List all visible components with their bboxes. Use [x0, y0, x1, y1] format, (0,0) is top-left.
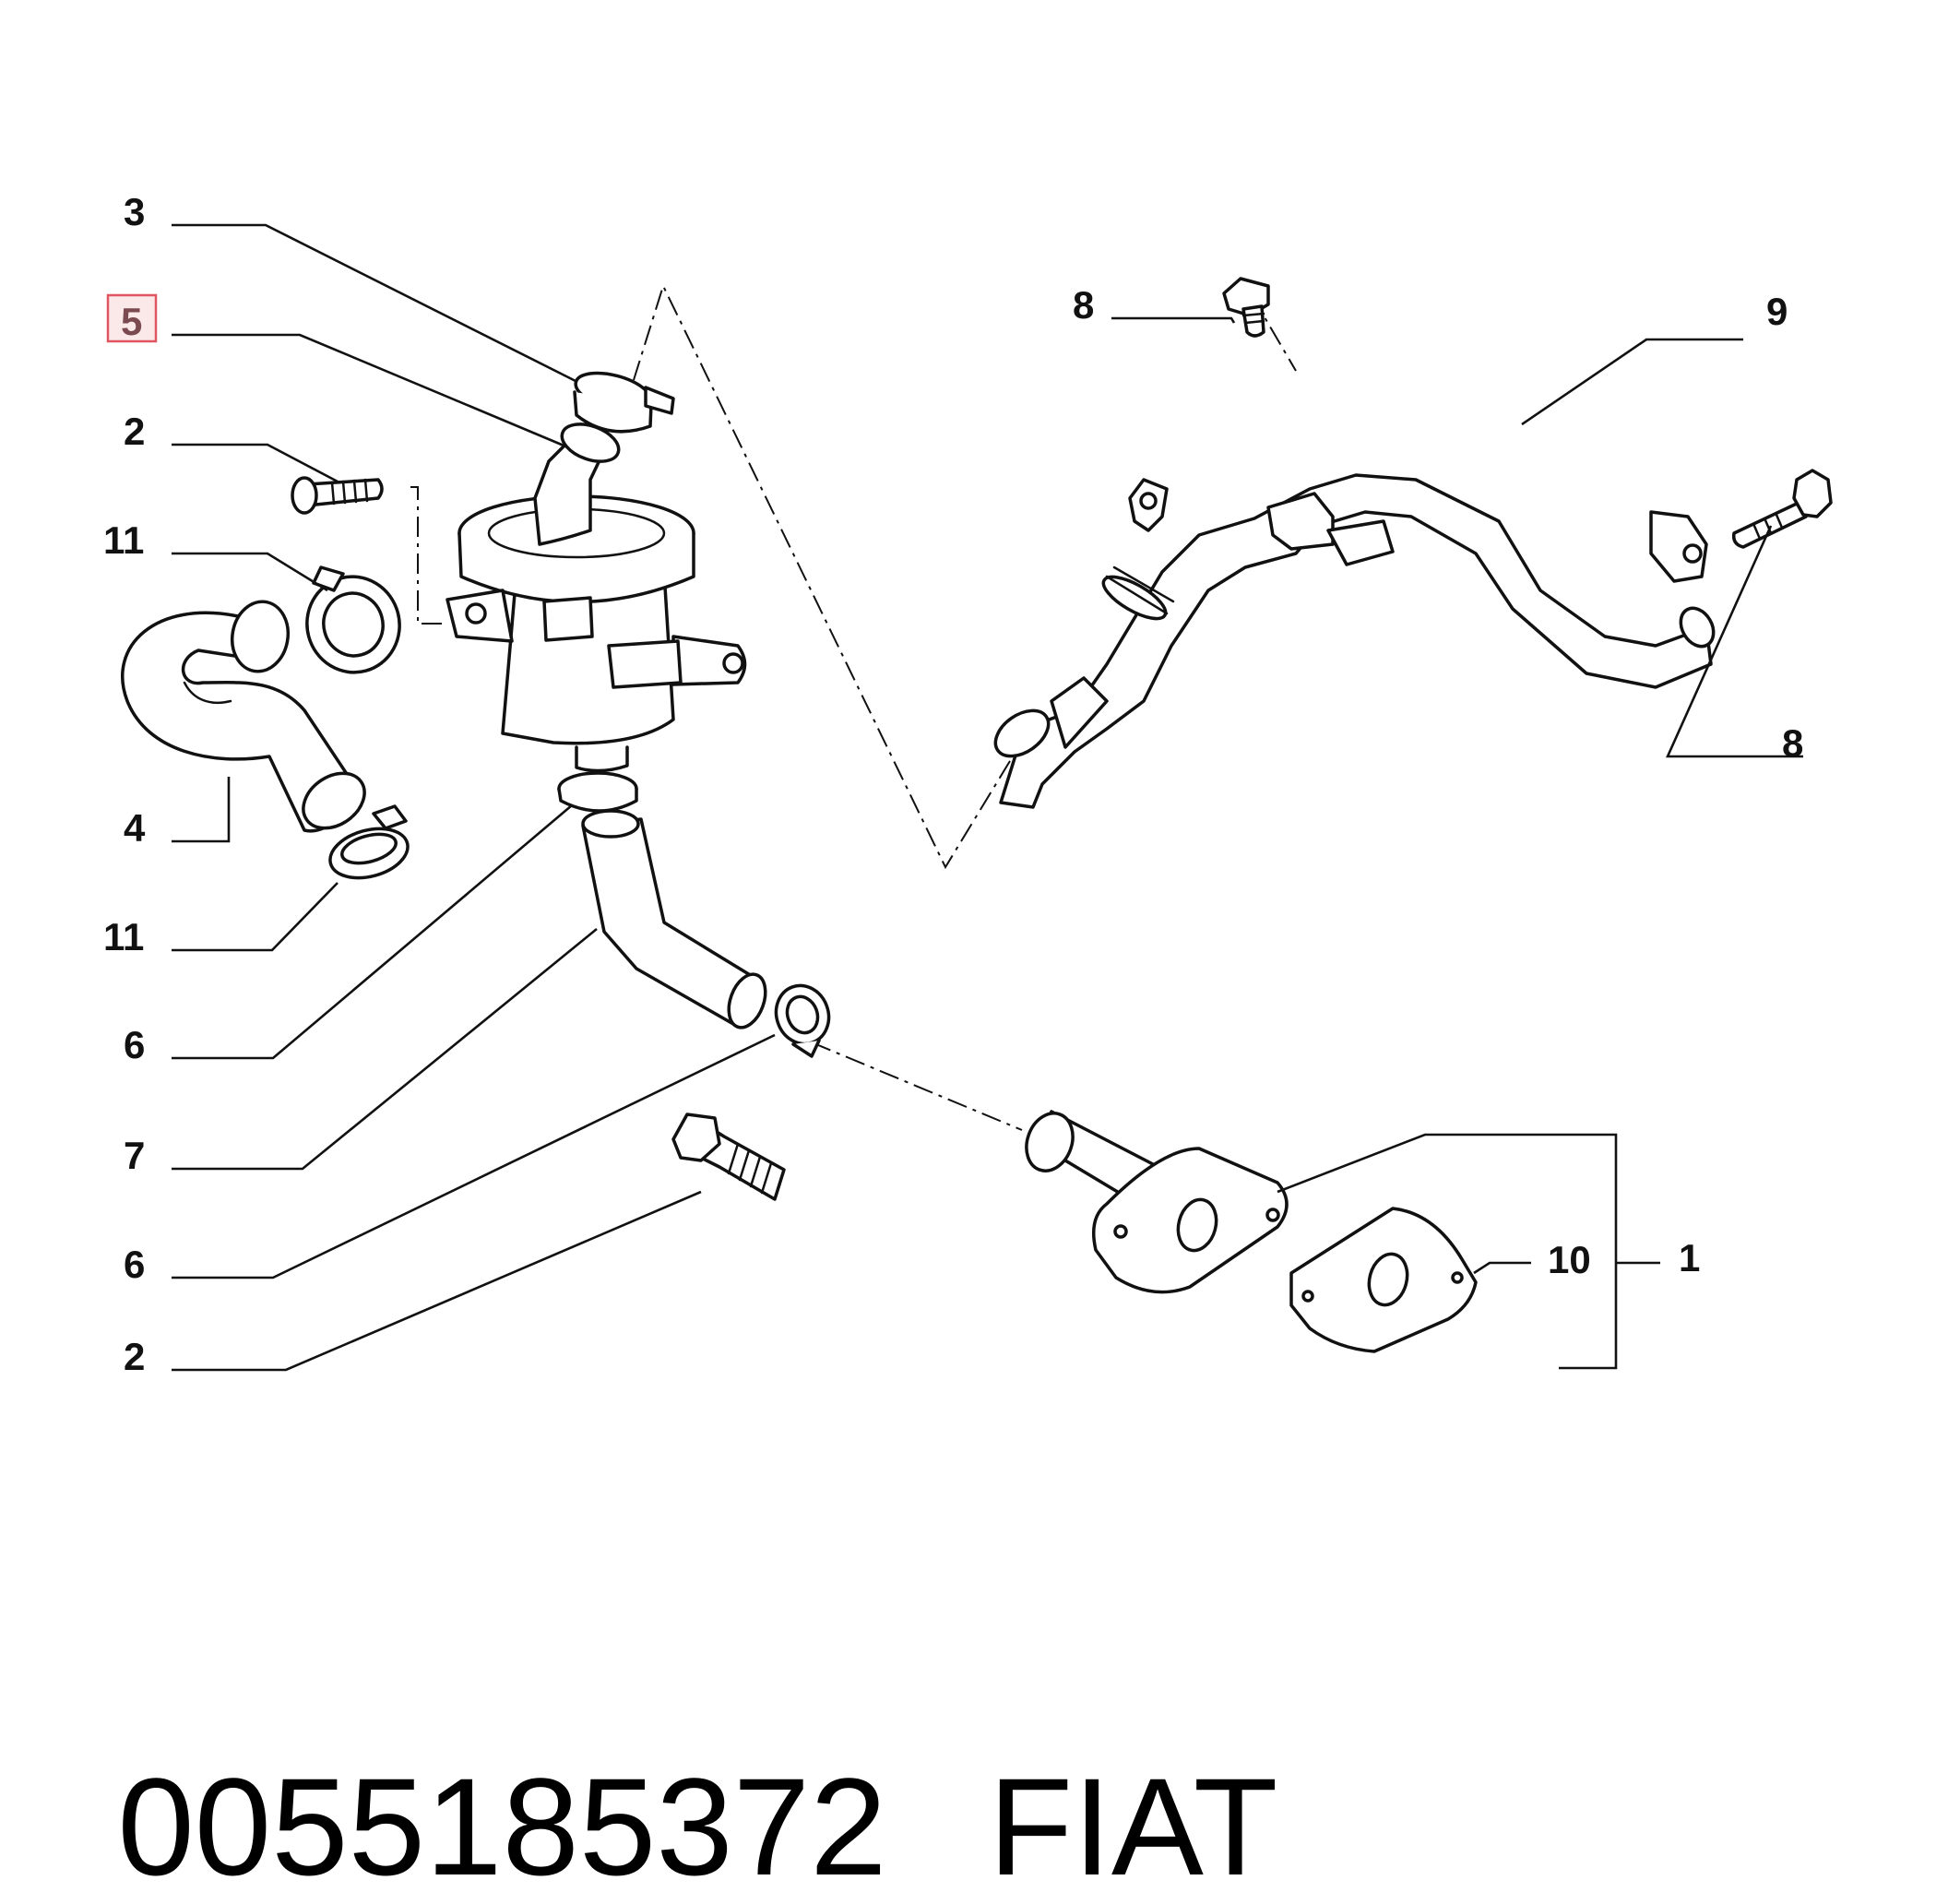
callout-11-upper: 11 — [103, 518, 144, 562]
callout-6-lower: 6 — [124, 1243, 145, 1286]
bolt-part-2-lower — [671, 1113, 786, 1201]
callout-3: 3 — [124, 190, 145, 233]
callout-8-upper: 8 — [1073, 283, 1094, 327]
bolt-part-2-upper — [291, 476, 384, 515]
brand-name: FIAT — [988, 1749, 1278, 1904]
gasket-part-10 — [1289, 1207, 1478, 1353]
callout-2-upper: 2 — [124, 410, 145, 453]
flange-pipe-part-1 — [1025, 1110, 1289, 1294]
callout-9: 9 — [1766, 290, 1788, 333]
hose-clamp-part-11-lower — [328, 804, 410, 880]
callout-6-upper: 6 — [124, 1023, 145, 1066]
exploded-parts-diagram: 3 5 2 11 4 11 6 7 6 2 8 9 8 10 1 — [103, 190, 1833, 1378]
oil-separator-part-5 — [445, 422, 747, 773]
bolt-part-8-upper — [1222, 277, 1270, 338]
callout-5-highlight-box — [106, 293, 158, 343]
hose-clamp-part-11-upper — [305, 565, 401, 674]
hose-clamp-part-6-upper — [557, 771, 638, 813]
hose-clamp-part-3 — [573, 371, 675, 434]
callout-labels: 3 5 2 11 4 11 6 7 6 2 8 9 8 10 1 — [103, 190, 1803, 1378]
callout-10: 10 — [1548, 1238, 1591, 1281]
hose-part-7 — [581, 809, 767, 1029]
callout-7: 7 — [124, 1134, 145, 1177]
elbow-hose-part-4 — [121, 600, 366, 833]
bolt-part-8-lower — [1731, 469, 1833, 549]
callout-11-lower: 11 — [103, 915, 144, 958]
callout-5: 5 — [121, 300, 142, 343]
leader-lines — [172, 223, 1803, 1372]
callout-8-lower: 8 — [1782, 721, 1803, 765]
callout-4: 4 — [124, 806, 146, 850]
assembly-lines — [410, 283, 1297, 1131]
pipe-part-9 — [993, 473, 1716, 809]
hose-clamp-part-6-lower — [774, 983, 831, 1058]
part-number: 0055185372 — [117, 1749, 887, 1904]
callout-2-lower: 2 — [124, 1335, 145, 1378]
callout-1: 1 — [1679, 1236, 1700, 1279]
